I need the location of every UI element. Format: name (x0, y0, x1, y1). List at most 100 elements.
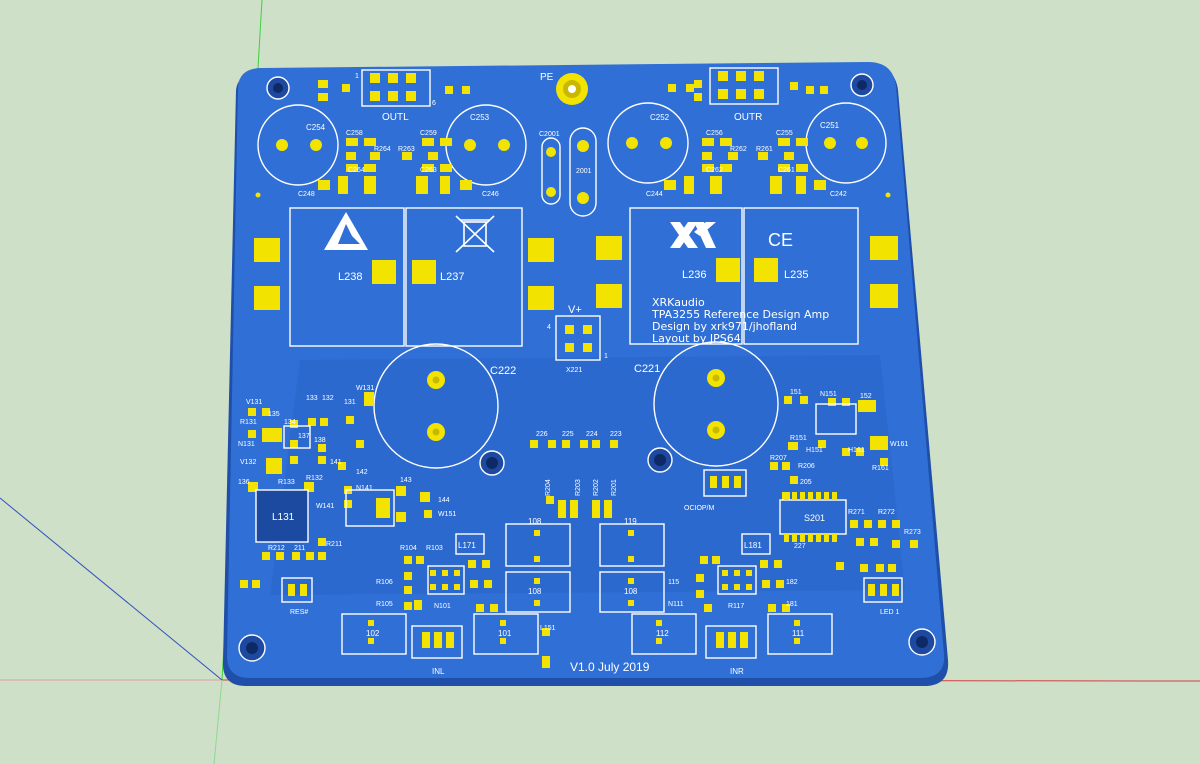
inductor-l236 (596, 207, 743, 345)
label-r131: R131 (240, 419, 257, 426)
cap-c253-label: C253 (470, 113, 490, 122)
version-text: V1.0 July 2019 (570, 660, 650, 674)
label-r104: R104 (400, 545, 417, 552)
cap-c251-label: C251 (820, 121, 840, 130)
label-102: 102 (366, 629, 380, 638)
label-108a: 108 (528, 517, 542, 526)
label-c262: C262 (706, 167, 723, 174)
osc-label: OCIOP/M (684, 505, 715, 512)
label-142: 142 (356, 469, 368, 476)
label-211: 211 (294, 545, 305, 552)
label-c242: C242 (830, 191, 847, 198)
label-131: 131 (344, 399, 356, 406)
ce-mark: CE (768, 230, 793, 250)
label-c255: C255 (776, 130, 793, 137)
label-133: 133 (306, 395, 318, 402)
label-r264: R264 (374, 146, 391, 153)
bottom-left-section (341, 523, 571, 659)
label-c222: C222 (490, 365, 516, 377)
label-152: 152 (860, 393, 872, 400)
label-135: 135 (268, 411, 280, 418)
outl-connector (361, 69, 431, 107)
label-205: 205 (800, 479, 812, 486)
label-c261: C261 (778, 167, 795, 174)
weee-bin-icon (455, 215, 495, 253)
label-w131: W131 (356, 385, 374, 392)
power-pin1: 1 (604, 353, 608, 360)
label-r212: R212 (268, 545, 285, 552)
label-r115: N111 (668, 601, 684, 608)
label-r272: R272 (878, 509, 895, 516)
label-l131: L131 (272, 512, 295, 523)
label-r151: R151 (790, 435, 807, 442)
label-151: 151 (790, 389, 802, 396)
pe-label: PE (540, 72, 554, 83)
esd-warning-icon (324, 212, 368, 250)
label-n151: N151 (820, 391, 837, 398)
label-r105: R105 (376, 601, 393, 608)
osc-connector (703, 469, 747, 497)
label-r106: R106 (376, 579, 393, 586)
label-c246: C246 (482, 191, 499, 198)
title-text: TPA3255 Reference Design Amp (651, 308, 829, 321)
label-v131: V131 (246, 399, 262, 406)
label-c221: C221 (634, 363, 660, 375)
reset-jumper (281, 577, 313, 603)
outl-label: OUTL (382, 112, 409, 123)
label-w151: W151 (438, 511, 456, 518)
label-l181: L181 (744, 541, 762, 550)
label-h161: H161 (848, 447, 865, 454)
bottom-right-section (599, 523, 833, 659)
label-r118: 182 (786, 579, 798, 586)
label-132: 132 (322, 395, 334, 402)
label-141: 141 (330, 459, 342, 466)
ic-n131-outline (283, 425, 311, 449)
vplus-label: V+ (568, 304, 582, 316)
label-c2001: C2001 (539, 131, 560, 138)
label-n111: R117 (728, 603, 744, 610)
label-136: 136 (238, 479, 250, 486)
cap-c222 (373, 343, 499, 469)
label-c256: C256 (706, 130, 723, 137)
power-pin4: 4 (547, 324, 551, 331)
led-label: LED 1 (880, 609, 900, 616)
label-v132: V132 (240, 459, 256, 466)
label-144: 144 (438, 497, 450, 504)
mounting-hole-top-right (850, 73, 874, 97)
outr-label: OUTR (734, 112, 762, 123)
inr-label: INR (730, 667, 744, 676)
label-c248: C248 (298, 191, 315, 198)
cap-c254-label: C254 (306, 123, 326, 132)
ic-s201 (779, 492, 847, 542)
axis-green-lower (213, 679, 223, 764)
label-r261: R261 (756, 146, 773, 153)
smd-center-row (530, 440, 618, 448)
label-r203: R203 (575, 479, 582, 496)
cap-c252-label: C252 (650, 113, 670, 122)
label-r273: R273 (904, 529, 921, 536)
label-2001: 2001 (576, 168, 592, 175)
label-143: 143 (400, 477, 412, 484)
label-h151: H151 (806, 447, 823, 454)
label-138: 138 (314, 437, 326, 444)
outr-connector (709, 67, 779, 105)
ic-n141-outline (345, 489, 395, 527)
outl-pin1: 1 (355, 73, 359, 80)
label-112: 112 (656, 629, 669, 638)
label-r206: R206 (798, 463, 815, 470)
cap-c221 (653, 341, 779, 467)
label-l237: L237 (440, 271, 464, 283)
label-224: 224 (586, 431, 598, 438)
inductor-l238 (254, 207, 405, 347)
mounting-hole-top-left (266, 76, 290, 100)
smd-bottom-right (592, 500, 800, 644)
design-text: Design by xrk971/jhofland (652, 320, 797, 333)
mounting-hole-mid-right (647, 447, 673, 473)
inl-label: INL (432, 667, 445, 676)
label-134: 134 (284, 419, 296, 426)
label-225: 225 (562, 431, 574, 438)
label-c263: C263 (420, 167, 437, 174)
label-l235: L235 (784, 269, 808, 281)
